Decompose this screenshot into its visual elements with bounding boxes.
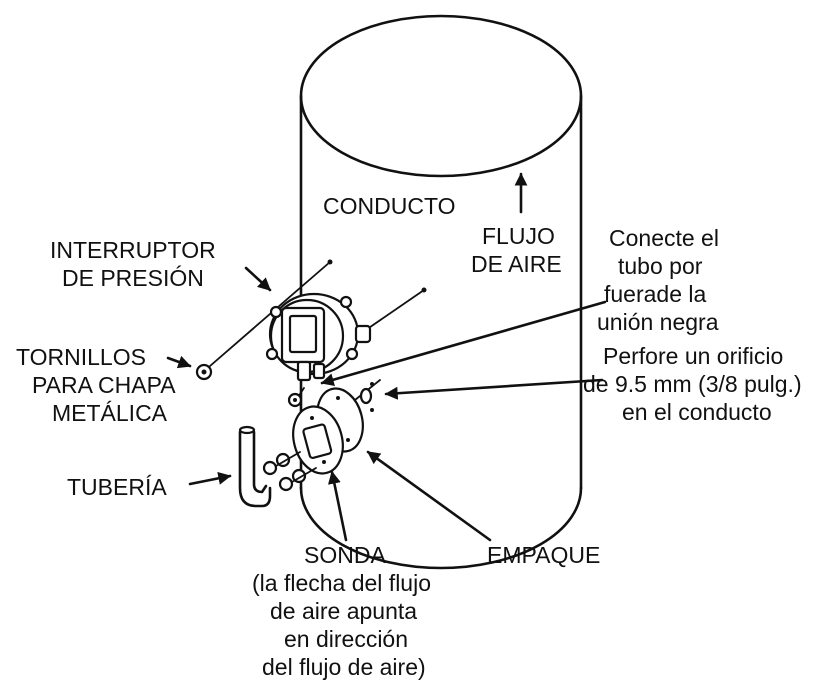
connect-note-line1: Conecte el (609, 225, 719, 251)
leader-sonda (327, 470, 348, 542)
drill-note-line1: Perfore un orificio (603, 343, 783, 369)
probe-label-line5: del flujo de aire) (262, 654, 426, 680)
duct-hole-detail (359, 382, 374, 412)
leader-conecte (320, 300, 607, 387)
probe-label-line2: (la flecha del flujo (252, 570, 431, 596)
tubing-label: TUBERÍA (67, 474, 167, 500)
leader-empaque (366, 450, 492, 542)
screws-label-line1: TORNILLOS (16, 344, 146, 370)
screws-label-line3: METÁLICA (52, 400, 168, 426)
tubing (238, 425, 272, 508)
duct-mounting-holes (327, 259, 427, 293)
probe-label-line3: de aire apunta (270, 598, 417, 624)
gasket-label: EMPAQUE (487, 542, 600, 568)
drill-note-line2: de 9.5 mm (3/8 pulg.) (583, 371, 802, 397)
sheet-metal-screw-center (287, 392, 303, 408)
leader-tuberia (188, 471, 232, 486)
connect-note-line3: fuerade la (604, 281, 707, 307)
connect-note-line2: tubo por (618, 253, 703, 279)
leader-tornillos (166, 355, 192, 369)
duct-top-ellipse (299, 14, 583, 178)
duct-cylinder (299, 14, 583, 570)
screws-label-line2: PARA CHAPA (32, 372, 176, 398)
duct-bottom-edge (299, 486, 583, 570)
leader-interruptor (244, 266, 272, 292)
air-flow-label-line1: FLUJO (482, 223, 555, 249)
drill-note-line3: en el conducto (622, 399, 772, 425)
connect-note-line4: unión negra (597, 309, 719, 335)
duct-label: CONDUCTO (323, 193, 455, 219)
air-flow-label-line2: DE AIRE (471, 251, 562, 277)
pressure-switch-label-line2: DE PRESIÓN (62, 265, 204, 291)
probe-nuts (262, 451, 317, 492)
probe (292, 405, 344, 475)
pressure-switch (265, 292, 372, 382)
pressure-switch-label-line1: INTERRUPTOR (50, 237, 216, 263)
probe-label-line1: SONDA (304, 542, 386, 568)
sheet-metal-screw-left (195, 363, 213, 381)
probe-label-line4: en dirección (284, 626, 408, 652)
leader-perfore (384, 378, 604, 400)
